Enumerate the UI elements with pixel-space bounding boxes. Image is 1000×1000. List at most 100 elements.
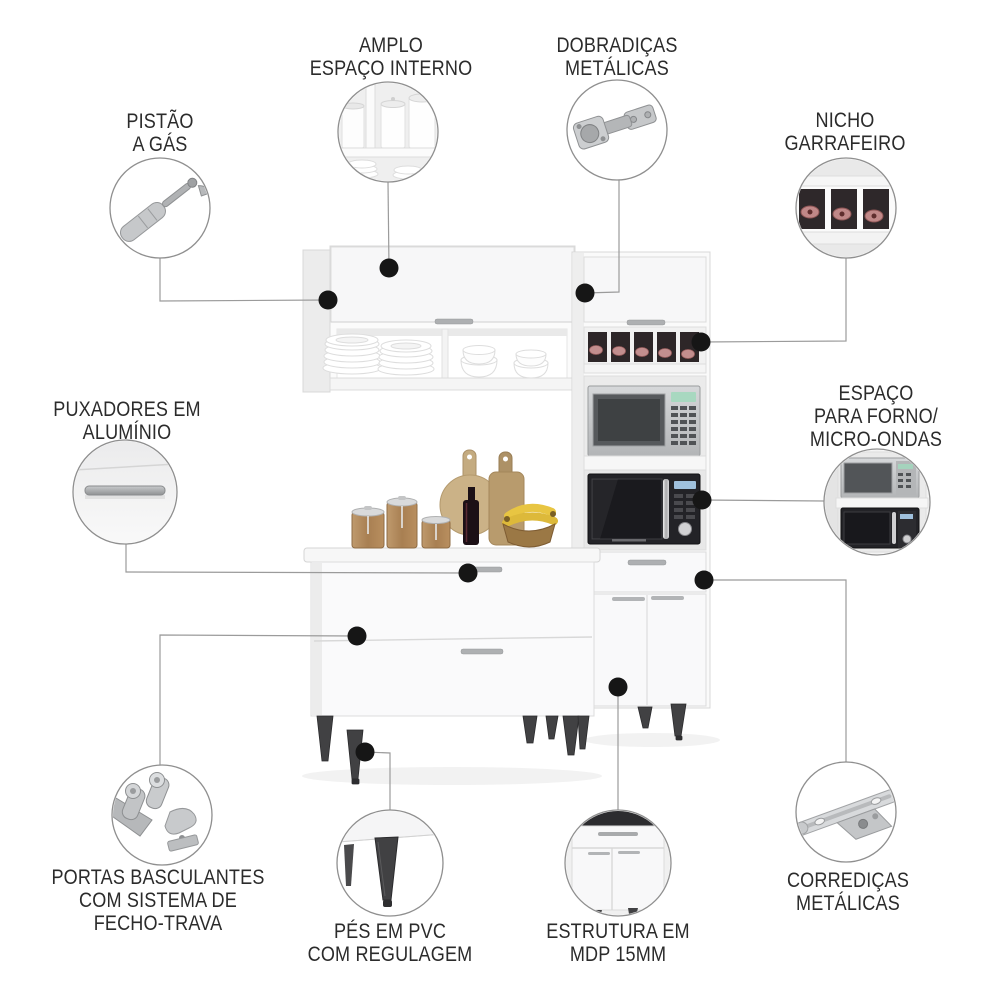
label-line: A GÁS: [132, 132, 188, 156]
portas-circle-image: [113, 772, 199, 852]
kitchen-cabinet-illustration: [302, 245, 711, 785]
connector-lines: [125, 180, 847, 810]
label-line: ALUMÍNIO: [82, 420, 172, 444]
tower-side-shading: [573, 253, 584, 707]
dobradicas-circle-image: [572, 104, 657, 150]
base-counter: [303, 547, 601, 785]
label-line: COM SISTEMA DE: [79, 888, 237, 912]
bowl-stacks: [460, 345, 549, 379]
counter-decor: [351, 449, 558, 549]
wall-cabinet: [302, 245, 576, 393]
dot-estrutura: [608, 677, 628, 697]
counter-legs: [316, 715, 590, 785]
microwave-door-handle: [663, 479, 669, 539]
tower-left-door-handle: [612, 597, 645, 601]
label-line: PISTÃO: [126, 109, 194, 133]
connector-puxadores: [125, 544, 469, 574]
bottle-niche: [583, 326, 707, 374]
microwave-knob: [678, 522, 692, 536]
dot-corredicas: [694, 570, 714, 590]
label-amplo-espaco-interno: AMPLO ESPAÇO INTERNO: [310, 34, 473, 80]
amplo-circle-image: [339, 83, 437, 181]
microwave-display: [674, 481, 696, 489]
tower-right-door-handle: [651, 596, 684, 600]
tower-legs: [637, 703, 687, 741]
label-line: ESPAÇO: [838, 381, 914, 405]
tower-shelf: [583, 455, 707, 471]
microwave-display: [671, 392, 696, 402]
label-line: AMPLO: [358, 33, 424, 57]
label-estrutura-mdp-15mm: ESTRUTURA EM MDP 15MM: [546, 920, 690, 966]
connector-portas: [159, 634, 358, 765]
label-puxadores-em-aluminio: PUXADORES EM ALUMÍNIO: [53, 398, 201, 444]
label-espaco-para-forno-micro-ondas: ESPAÇO PARA FORNO/ MICRO-ONDAS: [810, 382, 942, 451]
wine-bottle: [463, 487, 479, 545]
dot-pistao: [318, 290, 338, 310]
tower-doors: [583, 593, 707, 707]
label-line: METÁLICAS: [565, 56, 669, 80]
dot-nicho: [691, 332, 711, 352]
dot-amplo: [379, 258, 399, 278]
label-portas-basculantes: PORTAS BASCULANTES COM SISTEMA DE FECHO-…: [51, 866, 264, 935]
label-pistao-a-gas: PISTÃO A GÁS: [126, 110, 193, 156]
tower-cabinet: [571, 251, 711, 741]
label-line: PARA FORNO/: [814, 404, 938, 428]
stainless-microwave: [587, 385, 701, 457]
label-line: MDP 15MM: [569, 942, 667, 966]
nicho-circle-image: [797, 159, 895, 257]
connector-espaco: [701, 499, 825, 502]
counter-side-shading: [312, 563, 322, 715]
label-pes-em-pvc: PÉS EM PVC COM REGULAGEM: [308, 920, 473, 966]
plate-stacks: [322, 333, 435, 376]
dot-pes: [355, 742, 375, 762]
countertop: [303, 547, 601, 563]
connector-pistao: [159, 258, 329, 302]
label-corredicas-metalicas: CORREDIÇAS METÁLICAS: [787, 869, 909, 915]
label-line: ESPAÇO INTERNO: [309, 56, 473, 80]
connector-amplo: [387, 181, 390, 269]
label-line: PORTAS BASCULANTES: [51, 865, 265, 889]
banana-bowl: [502, 503, 558, 548]
shelf-inner-shadow: [337, 329, 567, 336]
wine-bottle-tips: [589, 345, 695, 359]
feature-dots: [318, 258, 714, 762]
tower-top-door-handle: [626, 319, 666, 326]
label-line: PÉS EM PVC: [333, 919, 447, 943]
label-line: CORREDIÇAS: [786, 868, 910, 892]
dot-dobradicas: [575, 283, 595, 303]
wall-cabinet-door-handle: [434, 318, 474, 325]
shelf-divider: [441, 328, 449, 379]
label-nicho-garrafeiro: NICHO GARRAFEIRO: [784, 109, 905, 155]
connector-nicho: [700, 258, 847, 343]
wall-cabinet-flip-door: [330, 246, 575, 323]
label-line: METÁLICAS: [796, 891, 900, 915]
label-line: PUXADORES EM: [53, 397, 201, 421]
connector-dobradicas: [584, 180, 620, 294]
estrutura-circle-image: [566, 811, 670, 915]
paddle-cutting-board: [488, 451, 525, 546]
label-line: NICHO: [815, 108, 875, 132]
canister-jars: [351, 496, 451, 549]
shelf-bottom-board: [329, 377, 576, 391]
callout-circles: [72, 79, 931, 917]
bottom-drawer-handle: [460, 648, 504, 655]
label-line: DOBRADIÇAS: [556, 33, 678, 57]
corredicas-circle-image: [797, 789, 895, 840]
microwave-brand: [612, 539, 646, 542]
label-line: MICRO-ONDAS: [809, 427, 943, 451]
label-line: COM REGULAGEM: [307, 942, 473, 966]
tower-top-door: [583, 256, 707, 323]
puxadores-circle-image: [74, 441, 176, 543]
black-microwave: [587, 473, 701, 545]
label-line: FECHO-TRAVA: [93, 911, 223, 935]
tower-drawer: [583, 551, 707, 593]
tower-drawer-handle: [627, 559, 667, 566]
label-line: GARRAFEIRO: [784, 131, 906, 155]
label-line: ESTRUTURA EM: [546, 919, 690, 943]
dot-puxadores: [458, 563, 478, 583]
dot-espaco: [692, 490, 712, 510]
dot-portas: [347, 626, 367, 646]
connector-corredicas: [704, 579, 847, 762]
